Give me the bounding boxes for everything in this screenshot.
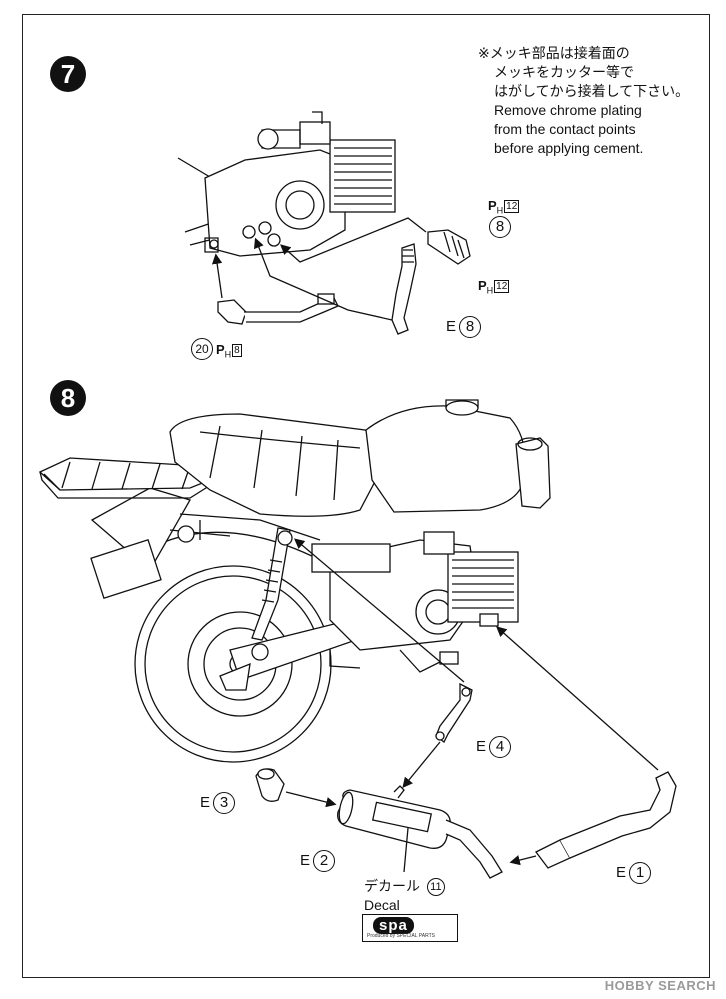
step8-motorcycle-drawing [38,399,551,763]
part-number-circle: 3 [213,792,236,814]
note-en-line-2: from the contact points [494,121,636,137]
spa-brand-logo: spa Produced by SPECIAL PARTS [362,914,458,942]
instruction-sheet-frame [22,14,710,978]
decal-label-jp: デカール [364,878,420,894]
chrome-plating-note: ※メッキ部品は接着面の メッキをカッター等で はがしてから接着して下さい。 Re… [478,44,689,158]
paint-ref-letter: P [478,278,487,293]
part-prefix: E [446,317,457,335]
note-jp-line-1: ※メッキ部品は接着面の [478,45,630,61]
step8-arrows [285,538,659,873]
paint-ref-box: 12 [494,280,510,294]
step8-parts [255,682,677,879]
decal-label: デカール 11 Decal [364,877,445,914]
spa-logo-tagline: Produced by SPECIAL PARTS [367,933,435,939]
part-number-circle: 4 [489,736,512,758]
spa-logo-text: spa [373,917,414,934]
part-8-bolt-label: 8 [486,216,511,238]
part-number-circle: 8 [459,316,482,338]
decal-number-circle: 11 [426,878,445,897]
paint-ref-sub: H [486,285,494,296]
paint-ref-box: 8 [232,344,242,358]
note-jp-line-3: はがしてから接着して下さい。 [494,83,690,99]
paint-ref-box: 12 [504,200,520,214]
note-en-line-3: before applying cement. [494,140,644,156]
part-number-circle: 2 [313,850,336,872]
part-prefix: E [200,793,211,811]
part-prefix: E [476,737,487,755]
step7-arrows [211,217,427,321]
step-8-badge: 8 [50,380,86,416]
part-20-label: 20 [188,338,213,360]
step-7-badge: 7 [50,56,86,92]
paint-ref-sub: H [224,349,232,360]
paint-ref-letter: P [216,342,225,357]
step7-engine-drawing [177,111,396,257]
part-number-circle: 8 [489,216,511,238]
part-prefix: E [616,863,627,881]
decal-label-en: Decal [364,897,400,914]
step7-parts [217,229,471,335]
part-prefix: E [300,851,311,869]
part-number-circle: 20 [191,338,213,360]
note-jp-line-2: メッキをカッター等で [494,64,634,80]
paint-ref-sub: H [496,205,504,216]
paint-ref-letter: P [488,198,497,213]
note-en-line-1: Remove chrome plating [494,102,642,118]
hobby-search-watermark: HOBBY SEARCH [604,978,716,993]
part-number-circle: 1 [629,862,652,884]
